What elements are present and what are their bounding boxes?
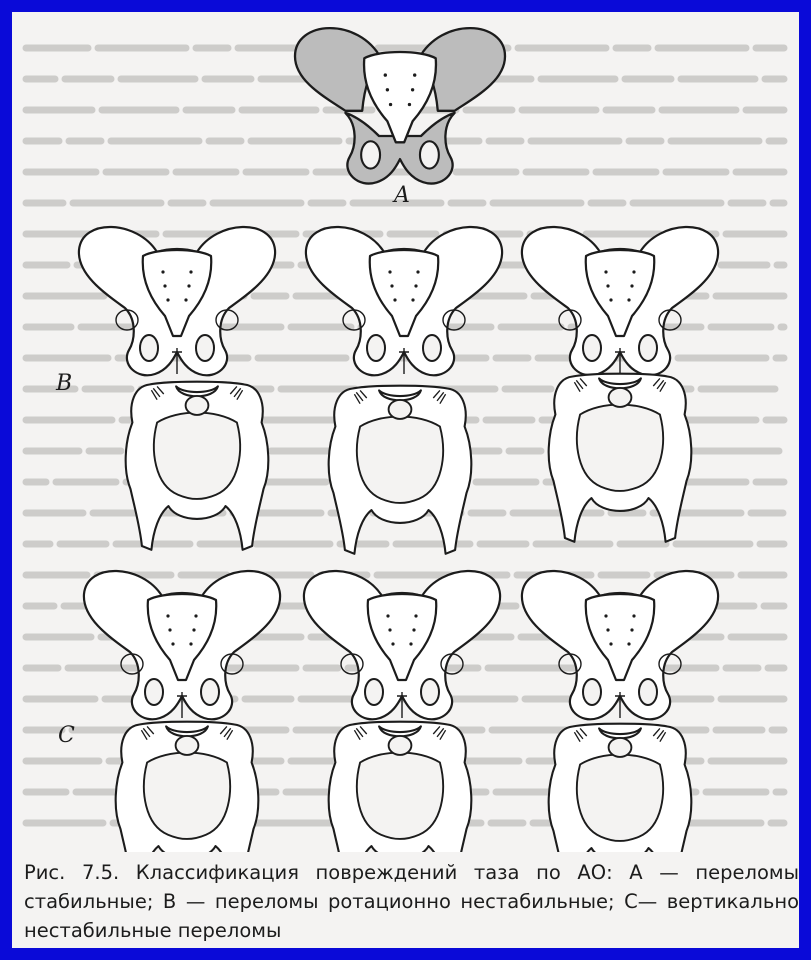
label-c: C (58, 723, 75, 748)
label-b: B (55, 371, 72, 396)
book-page: A B C Рис. 7.5. Классификация повреждени… (12, 12, 799, 948)
figure-caption: Рис. 7.5. Классификация повреждений таза… (24, 858, 799, 945)
pelvis-classification-figure: A B C (12, 12, 799, 852)
label-a: A (392, 183, 410, 208)
